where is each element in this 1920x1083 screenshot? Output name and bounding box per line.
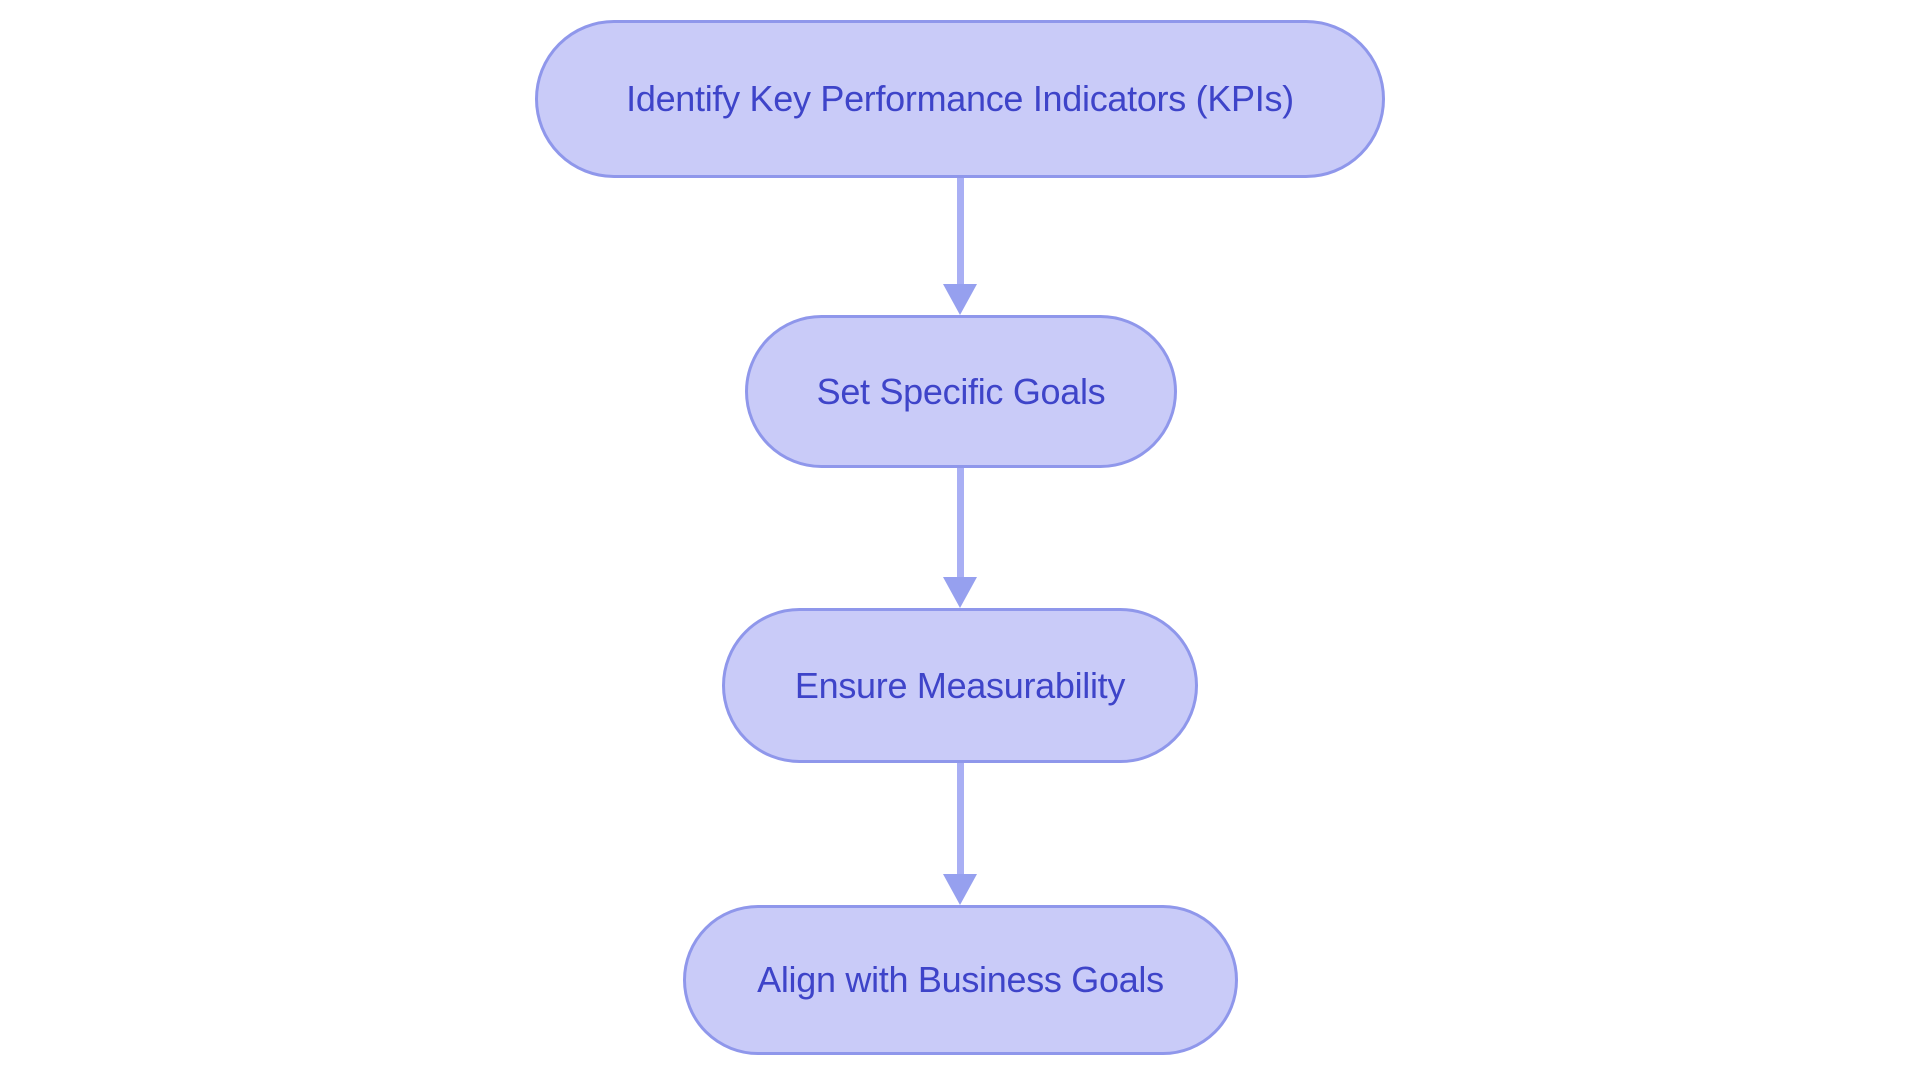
arrow-head-icon <box>943 577 977 608</box>
flow-node-label: Set Specific Goals <box>816 370 1106 412</box>
arrow-goals-to-measurability <box>942 468 978 608</box>
arrow-identify-to-goals <box>942 178 978 315</box>
arrow-measurability-to-align <box>942 763 978 905</box>
flow-node-ensure-measurability: Ensure Measurability <box>722 608 1198 763</box>
arrow-shaft <box>956 178 964 284</box>
flow-node-align-business-goals: Align with Business Goals <box>683 905 1238 1055</box>
flow-node-label: Identify Key Performance Indicators (KPI… <box>626 78 1294 119</box>
arrow-shaft <box>956 763 964 874</box>
flow-node-label: Align with Business Goals <box>757 959 1164 1000</box>
arrow-head-icon <box>943 874 977 905</box>
flow-node-label: Ensure Measurability <box>794 664 1126 706</box>
flow-node-set-goals: Set Specific Goals <box>745 315 1177 468</box>
flow-node-identify-kpis: Identify Key Performance Indicators (KPI… <box>535 20 1385 178</box>
arrow-head-icon <box>943 284 977 315</box>
arrow-shaft <box>956 468 964 577</box>
